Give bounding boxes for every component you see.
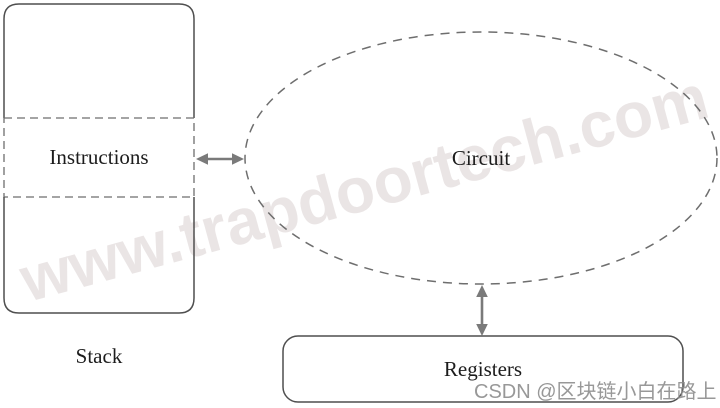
arrow-head-up-icon bbox=[476, 285, 488, 297]
arrow-head-right-icon bbox=[232, 153, 244, 165]
circuit-registers-arrow bbox=[476, 285, 488, 336]
registers-box bbox=[282, 335, 684, 403]
instructions-slot-border bbox=[3, 117, 195, 198]
circuit-ellipse bbox=[244, 31, 718, 285]
instructions-label: Instructions bbox=[49, 145, 149, 170]
arrow-head-left-icon bbox=[196, 153, 208, 165]
stack-box-top-cell bbox=[3, 3, 195, 118]
stack-circuit-arrow bbox=[196, 153, 244, 165]
stack-label: Stack bbox=[75, 344, 123, 368]
stack-box-bottom-cell bbox=[3, 197, 195, 314]
arrow-head-down-icon bbox=[476, 324, 488, 336]
registers-label: Registers bbox=[443, 356, 523, 381]
circuit-label: Circuit bbox=[451, 146, 511, 170]
